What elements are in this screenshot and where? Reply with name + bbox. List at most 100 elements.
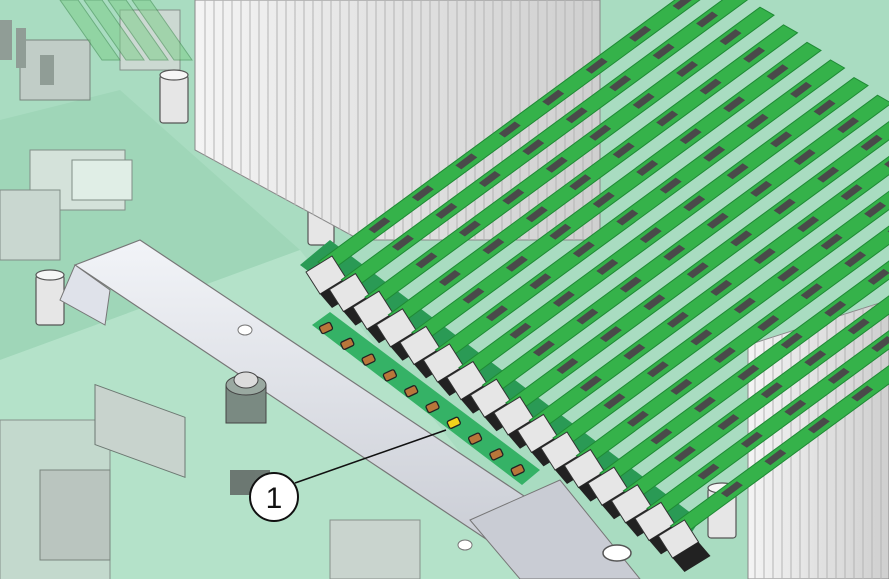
dimm-chip: [639, 227, 662, 244]
dimm-chip: [750, 180, 773, 197]
dimm-chip: [603, 393, 626, 410]
dimm-chip: [565, 107, 588, 124]
dimm-chip: [636, 160, 659, 176]
dimm-chip: [773, 198, 796, 215]
dimm-chip: [670, 378, 693, 395]
dimm-chip: [532, 340, 555, 357]
dimm-chip: [596, 259, 619, 275]
dimm-chip: [616, 209, 639, 226]
dimm-chip: [525, 206, 548, 223]
dimm-chip: [851, 385, 874, 402]
right-heatsink: [747, 299, 889, 579]
dimm-chip: [753, 248, 776, 264]
board-shade-2: [0, 250, 560, 579]
dimm-chip: [726, 163, 749, 180]
dimm-chip: [860, 134, 883, 151]
dimm-fault-led-lit: [446, 416, 461, 429]
dimm-chip: [612, 142, 635, 159]
dimm-chip: [871, 336, 889, 352]
dimm-chip: [800, 283, 823, 300]
dimm-chip: [793, 149, 816, 165]
dimm-chip: [632, 92, 655, 109]
dimm-chip: [569, 174, 592, 191]
dimm-chip: [576, 308, 599, 325]
dimm-chip: [629, 25, 652, 42]
dimm-fault-led: [425, 400, 440, 414]
callout-circle: [249, 472, 299, 522]
dimm-chip: [766, 64, 789, 81]
dimm-chip: [585, 57, 608, 74]
dimm-chip: [572, 241, 595, 258]
dimm-chip: [579, 375, 602, 392]
dimm-chip: [840, 184, 863, 201]
dimm-chip: [663, 244, 686, 261]
dimm-chip: [817, 166, 840, 183]
board-screw: [225, 371, 267, 424]
dimm-chip: [609, 75, 632, 92]
dimm-chip: [813, 99, 836, 116]
dimm-chip: [784, 399, 807, 416]
dimm-chip: [623, 343, 646, 360]
dimm-chip: [824, 300, 847, 317]
dimm-chip: [679, 128, 702, 145]
dimm-chip: [697, 463, 720, 480]
dimm-chip: [740, 431, 763, 448]
dimm-fault-led: [318, 321, 334, 335]
dimm-chip: [505, 255, 528, 272]
dimm-fault-led: [404, 385, 419, 398]
dimm-chip: [807, 417, 830, 434]
left-cable-bundle: [0, 20, 54, 85]
dimm-chip: [672, 0, 692, 10]
dimm-chip: [482, 238, 505, 255]
dimm-chip: [696, 11, 719, 28]
dimm-chip: [733, 297, 756, 314]
dimm-chip: [676, 61, 699, 77]
dimm-chip: [545, 156, 568, 173]
dimm-chip: [529, 273, 552, 290]
dimm-chip: [717, 414, 740, 431]
dimm-chip: [542, 89, 565, 106]
dimm-chip: [730, 230, 753, 247]
dimm-chip: [770, 131, 793, 148]
dimm-chip: [435, 202, 458, 219]
dimm-chip: [827, 367, 850, 384]
dimm-chip: [549, 223, 572, 240]
dimm-fault-leds: [318, 321, 525, 477]
dimm-fault-led: [510, 464, 525, 477]
dimm-chip: [797, 216, 820, 233]
air-duct-bar: [59, 239, 641, 579]
callout-number: 1: [266, 482, 283, 515]
dimm-chip: [710, 279, 733, 296]
faded-dimms: [59, 0, 193, 61]
dimm-chip: [743, 46, 766, 63]
dimm-chip: [720, 481, 743, 498]
dimm-chip: [599, 326, 622, 343]
dimm-chip: [619, 276, 642, 293]
dimm-chip: [693, 396, 716, 413]
dimm-chip: [699, 78, 722, 95]
dimm-chip: [650, 428, 673, 445]
callout-leader-line: [294, 429, 447, 484]
dimm-chip: [713, 347, 736, 363]
dimm-chip: [626, 410, 649, 427]
dimm-chip: [438, 270, 461, 286]
dimm-chip: [820, 233, 843, 250]
dimm-chip: [780, 332, 803, 349]
dimm-chip: [498, 121, 521, 138]
dimm-fault-led: [361, 353, 376, 366]
dimm-chip: [462, 287, 485, 304]
dimm-chip: [804, 350, 827, 367]
dimm-chip: [415, 252, 438, 269]
dimm-chip: [790, 81, 813, 98]
dimm-chip: [844, 251, 867, 268]
dimm-chip: [478, 171, 501, 187]
dimm-chip: [777, 265, 800, 282]
dimm-chip: [760, 382, 783, 399]
dimm-chip: [652, 43, 675, 60]
dimm-chip: [673, 446, 696, 462]
callout-1: 1: [249, 429, 447, 522]
dimm-chip: [764, 449, 787, 466]
dimm-chip: [683, 195, 706, 212]
dimm-fault-led: [340, 337, 355, 350]
